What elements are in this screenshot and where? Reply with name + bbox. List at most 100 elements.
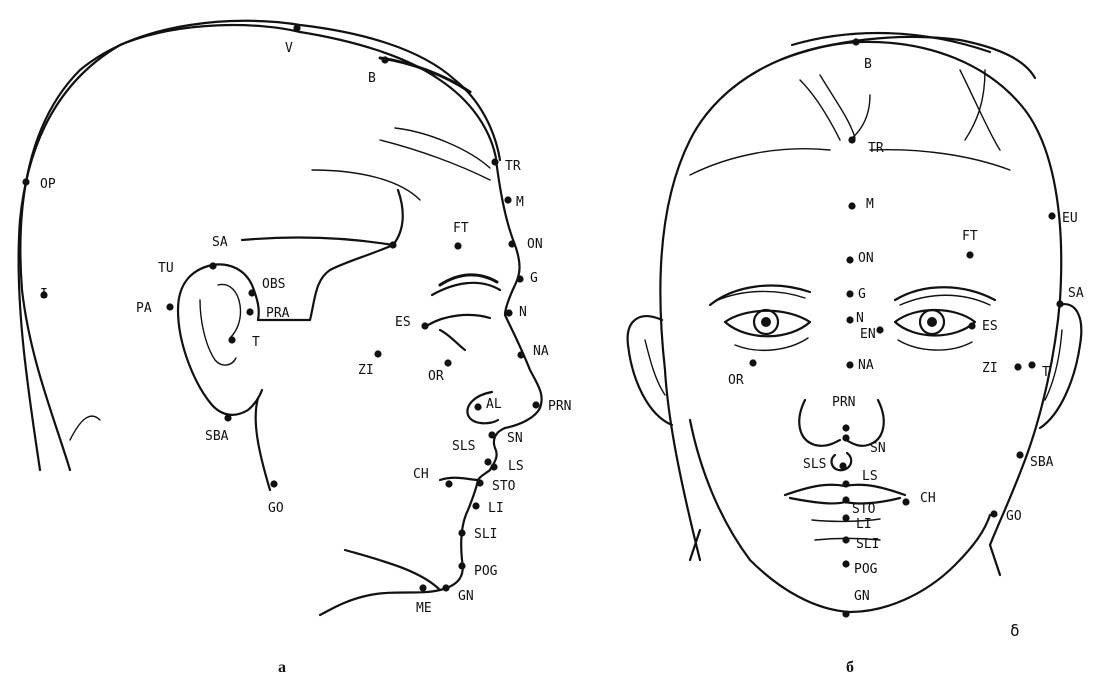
landmark-dot-g [516, 275, 523, 282]
landmark-dot-sli [842, 536, 849, 543]
landmark-label-sli: SLI [856, 537, 879, 552]
landmark-dot-pra [246, 308, 253, 315]
landmark-label-i: I [40, 287, 48, 302]
landmark-dot-tr [848, 136, 855, 143]
landmark-dot-g [846, 290, 853, 297]
landmark-label-ft: FT [962, 229, 978, 244]
landmark-dot-zi [374, 350, 381, 357]
landmark-dot-prn [842, 424, 849, 431]
landmark-label-sto: STO [492, 479, 516, 494]
landmark-label-prn: PRN [548, 399, 571, 414]
landmark-dot-tu [209, 262, 216, 269]
landmark-label-t: T [252, 335, 260, 350]
landmark-label-n: N [519, 305, 527, 320]
caption-panel-b: б [846, 659, 854, 676]
landmark-label-es: ES [982, 319, 998, 334]
landmark-label-ch: CH [920, 491, 936, 506]
landmark-label-or: OR [428, 369, 444, 384]
landmark-label-sls: SLS [452, 439, 475, 454]
landmark-dot-sls [839, 462, 846, 469]
landmark-dot-en [876, 326, 883, 333]
landmark-dot-sn [488, 431, 495, 438]
landmark-label-n: N [856, 311, 864, 326]
landmark-label-sls: SLS [803, 457, 826, 472]
landmark-label-sa: SA [1068, 286, 1084, 301]
landmark-label-pog: POG [854, 562, 878, 577]
landmark-label-m: M [516, 195, 524, 210]
panel-b-corner-mark: δ [1010, 621, 1020, 640]
landmark-label-ls: LS [508, 459, 524, 474]
landmark-label-pa: PA [136, 301, 152, 316]
landmark-label-ch: CH [413, 467, 429, 482]
landmark-label-sba: SBA [205, 429, 229, 444]
landmark-dot-tr [491, 158, 498, 165]
landmark-dot-sa [1056, 300, 1063, 307]
landmark-dot-gn [842, 610, 849, 617]
landmark-dot-t [1028, 361, 1035, 368]
landmark-dot-zi [1014, 363, 1021, 370]
landmark-dot-na [846, 361, 853, 368]
landmark-label-g: G [858, 287, 866, 302]
landmark-dot-ch [902, 498, 909, 505]
landmark-dot-on [846, 256, 853, 263]
landmark-dot-sli [458, 529, 465, 536]
landmark-dot-al [474, 403, 481, 410]
landmark-label-li: LI [488, 501, 504, 516]
frontal-mouth [785, 485, 905, 540]
landmark-label-sto: STO [852, 502, 876, 517]
landmark-label-pog: POG [474, 564, 498, 579]
landmark-dot-sa [389, 241, 396, 248]
landmark-dot-ls [842, 480, 849, 487]
landmark-label-m: M [866, 197, 874, 212]
landmark-label-zi: ZI [982, 361, 998, 376]
landmark-dot-li [472, 502, 479, 509]
landmark-label-v: V [285, 41, 293, 56]
landmark-labels: VBOPTRMFTONSATUOBSGIPAPRAESNTZINAORALPRN… [40, 41, 1084, 616]
landmark-dot-pog [458, 562, 465, 569]
landmark-label-gn: GN [458, 589, 474, 604]
landmark-label-go: GO [268, 501, 284, 516]
landmark-label-go: GO [1006, 509, 1022, 524]
landmark-label-tr: TR [505, 159, 521, 174]
landmark-dot-op [22, 178, 29, 185]
landmark-label-es: ES [395, 315, 411, 330]
profile-face-outline [320, 160, 542, 615]
landmark-label-sli: SLI [474, 527, 497, 542]
landmark-dot-sto [842, 496, 849, 503]
landmark-label-tr: TR [868, 141, 884, 156]
landmark-dot-go [990, 510, 997, 517]
landmark-dot-n [846, 316, 853, 323]
landmark-label-sn: SN [507, 431, 523, 446]
landmark-label-sn: SN [870, 441, 886, 456]
landmark-dot-es [968, 322, 975, 329]
landmark-label-obs: OBS [262, 277, 285, 292]
landmark-dot-sto [476, 479, 483, 486]
landmark-dot-m [504, 196, 511, 203]
landmark-dot-go [270, 480, 277, 487]
landmark-dot-ft [966, 251, 973, 258]
landmark-dot-ls [490, 463, 497, 470]
landmark-label-prn: PRN [832, 395, 855, 410]
landmark-dot-sba [1016, 451, 1023, 458]
landmark-dot-pa [166, 303, 173, 310]
landmark-dot-prn [532, 401, 539, 408]
landmark-label-ft: FT [453, 221, 469, 236]
landmark-label-on: ON [858, 251, 874, 266]
landmark-dot-pog [842, 560, 849, 567]
landmark-dot-me [419, 584, 426, 591]
landmark-label-sba: SBA [1030, 455, 1054, 470]
landmark-dot-li [842, 514, 849, 521]
landmark-label-or: OR [728, 373, 744, 388]
landmark-dot-sls [484, 458, 491, 465]
landmark-label-na: NA [858, 358, 874, 373]
profile-head-outline [19, 21, 500, 470]
landmark-label-b: B [864, 57, 872, 72]
landmark-label-b: B [368, 71, 376, 86]
landmark-dot-na [517, 351, 524, 358]
landmark-dot-or [444, 359, 451, 366]
landmark-label-pra: PRA [266, 306, 290, 321]
landmark-dot-ft [454, 242, 461, 249]
landmark-dot-or [749, 359, 756, 366]
landmark-dot-v [293, 24, 300, 31]
